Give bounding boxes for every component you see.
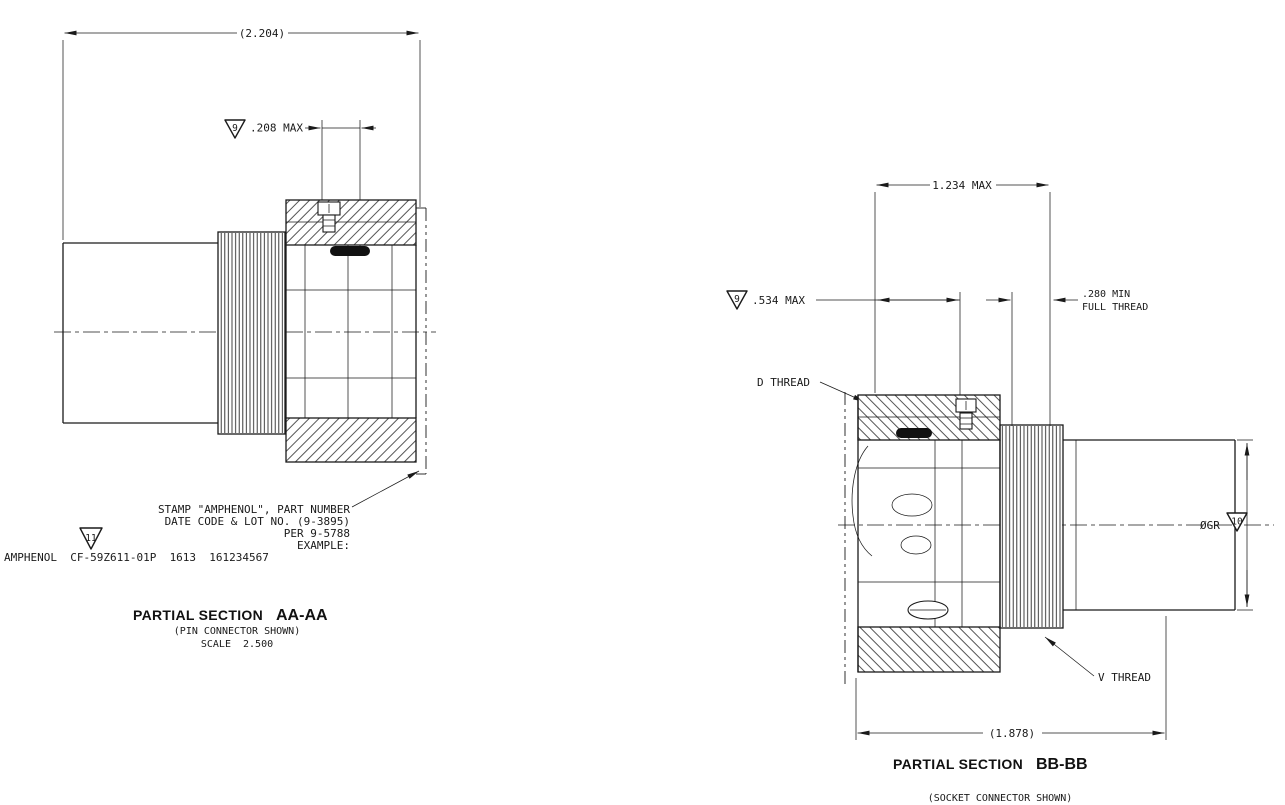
- bb-section-id: BB-BB: [1036, 756, 1088, 773]
- bb-dim-534-label: .534 MAX: [752, 294, 805, 307]
- note-line-1: STAMP "AMPHENOL", PART NUMBER: [158, 503, 350, 516]
- aa-subtitle: (PIN CONNECTOR SHOWN): [174, 626, 300, 637]
- d-thread-label: D THREAD: [757, 376, 810, 389]
- bb-socket-contact: [891, 493, 933, 517]
- bb-label-v-thread: V THREAD: [1044, 636, 1151, 684]
- bb-diameter-label: ØGR: [1200, 519, 1220, 532]
- section-view-aa: (2.204) 9 .208 MAX: [4, 27, 436, 650]
- leader-line: [351, 470, 420, 508]
- bb-dim-diameter-gr: ØGR 10: [1200, 439, 1253, 611]
- bb-dim-280-label-2: FULL THREAD: [1082, 302, 1148, 313]
- leader-line: [1044, 636, 1095, 677]
- aa-jackscrew: [317, 201, 341, 233]
- bb-view-title: PARTIAL SECTION BB-BB (SOCKET CONNECTOR …: [893, 756, 1088, 804]
- bb-subtitle: (SOCKET CONNECTOR SHOWN): [928, 793, 1073, 804]
- aa-title-text: PARTIAL SECTION: [133, 607, 263, 623]
- bb-jackscrew: [955, 398, 977, 430]
- note-line-5: AMPHENOL CF-59Z611-01P 1613 161234567: [4, 551, 269, 564]
- note-line-2: DATE CODE & LOT NO. (9-3895): [165, 515, 350, 528]
- aa-view-title: PARTIAL SECTION AA-AA (PIN CONNECTOR SHO…: [133, 607, 328, 650]
- bb-dim-1878-label: (1.878): [989, 727, 1035, 740]
- bb-connector-geometry: [838, 392, 1274, 688]
- aa-section-id: AA-AA: [276, 607, 328, 624]
- bb-dim-1878: (1.878): [855, 616, 1167, 740]
- flag-note-10-number: 10: [1231, 517, 1243, 528]
- aa-connector-geometry: [54, 199, 436, 475]
- flag-note-icon: [1226, 512, 1248, 532]
- bb-seal-ring: [896, 428, 932, 438]
- aa-stamp-note: STAMP "AMPHENOL", PART NUMBER DATE CODE …: [4, 470, 420, 564]
- bb-dim-1234: 1.234 MAX: [874, 179, 1051, 437]
- flag-note-9-number: 9: [232, 123, 238, 134]
- aa-seal-ring: [330, 246, 370, 256]
- bb-knurl-texture: [1001, 426, 1062, 627]
- bb-dim-280: .280 MIN FULL THREAD: [986, 289, 1148, 437]
- aa-body-top-section: [285, 199, 417, 246]
- aa-body-bottom-section: [285, 417, 417, 463]
- note-line-4: EXAMPLE:: [297, 539, 350, 552]
- aa-scale: SCALE 2.500: [201, 639, 273, 650]
- aa-dim-208: 9 .208 MAX: [224, 119, 376, 246]
- section-view-bb: 1.234 MAX 9 .534 MAX .280 MIN FULL THREA…: [726, 179, 1274, 804]
- flag-note-icon: [224, 119, 246, 139]
- bb-socket-contact: [900, 535, 932, 555]
- aa-dim-overall-label: (2.204): [239, 27, 285, 40]
- aa-knurl-texture: [219, 233, 284, 433]
- bb-dim-1234-label: 1.234 MAX: [932, 179, 992, 192]
- flag-note-icon: [79, 527, 103, 550]
- v-thread-label: V THREAD: [1098, 671, 1151, 684]
- aa-knurled-coupling: [217, 231, 286, 435]
- bb-dim-280-label-1: .280 MIN: [1082, 289, 1130, 300]
- bb-knurled-coupling: [999, 424, 1064, 629]
- aa-dim-overall: (2.204): [62, 27, 421, 240]
- aa-dim-208-label: .208 MAX: [250, 122, 303, 135]
- flag-note-icon: [726, 290, 748, 310]
- bb-title-text: PARTIAL SECTION: [893, 756, 1023, 772]
- bb-grommet-profile: [851, 445, 873, 557]
- bb-body-bottom-section: [857, 626, 1001, 673]
- note-line-3: PER 9-5788: [284, 527, 350, 540]
- bb-label-d-thread: D THREAD: [757, 376, 866, 403]
- flag-note-9-number: 9: [734, 294, 740, 305]
- flag-note-11-number: 11: [85, 533, 97, 544]
